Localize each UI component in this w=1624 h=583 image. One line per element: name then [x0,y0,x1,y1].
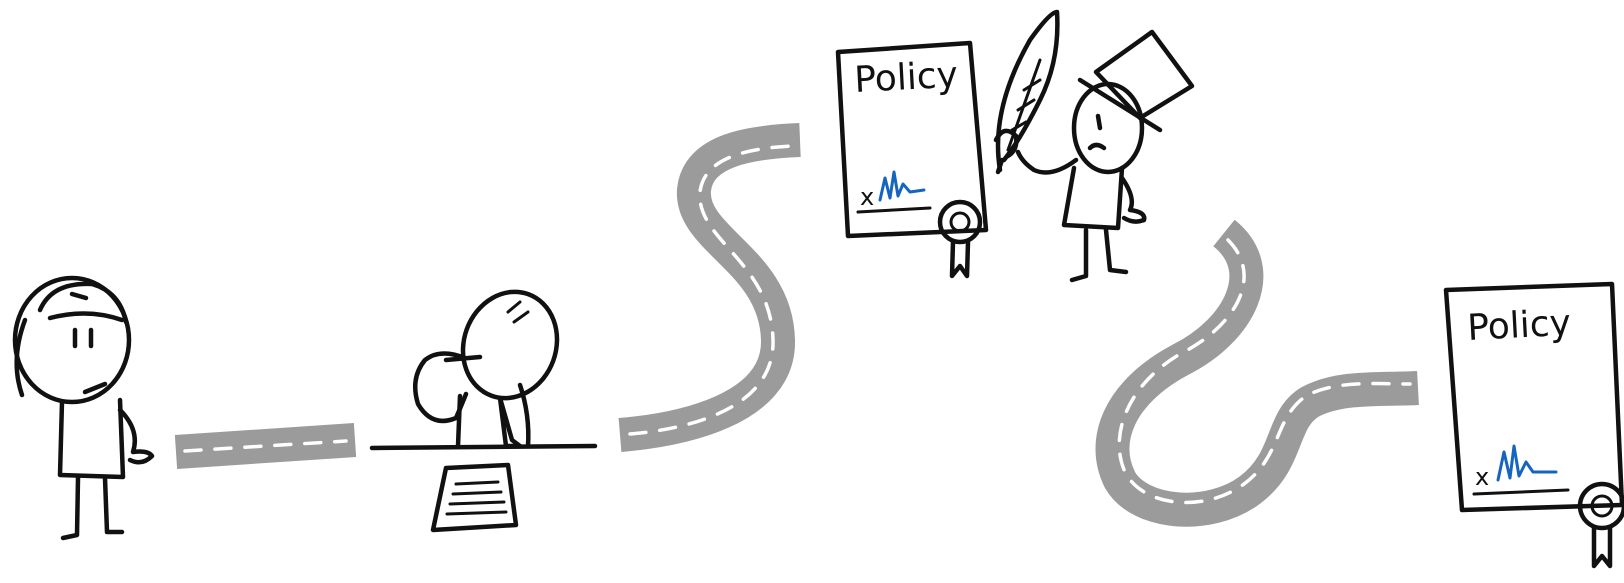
worried-person-figure [15,278,152,538]
road-segment-2 [620,140,800,435]
policy-document-2: Policy x [1446,284,1624,566]
policy-document-2-signature-x: x [1475,463,1489,491]
road-segment-1 [176,440,355,452]
policy-document-1-signature [880,172,924,200]
policy-document-1: Policy x [838,43,986,276]
policy-document-2-title: Policy [1466,303,1572,349]
policy-document-1-title: Policy [853,55,959,101]
policy-document-2-signature [1498,446,1556,480]
policy-document-2-seal-icon [1580,484,1624,566]
official-with-quill-figure [996,12,1192,280]
policy-document-1-signature-x: x [860,183,874,211]
thinking-person-figure [372,279,595,530]
policy-document-1-seal-icon [940,202,980,276]
road-segment-3 [1113,233,1419,510]
